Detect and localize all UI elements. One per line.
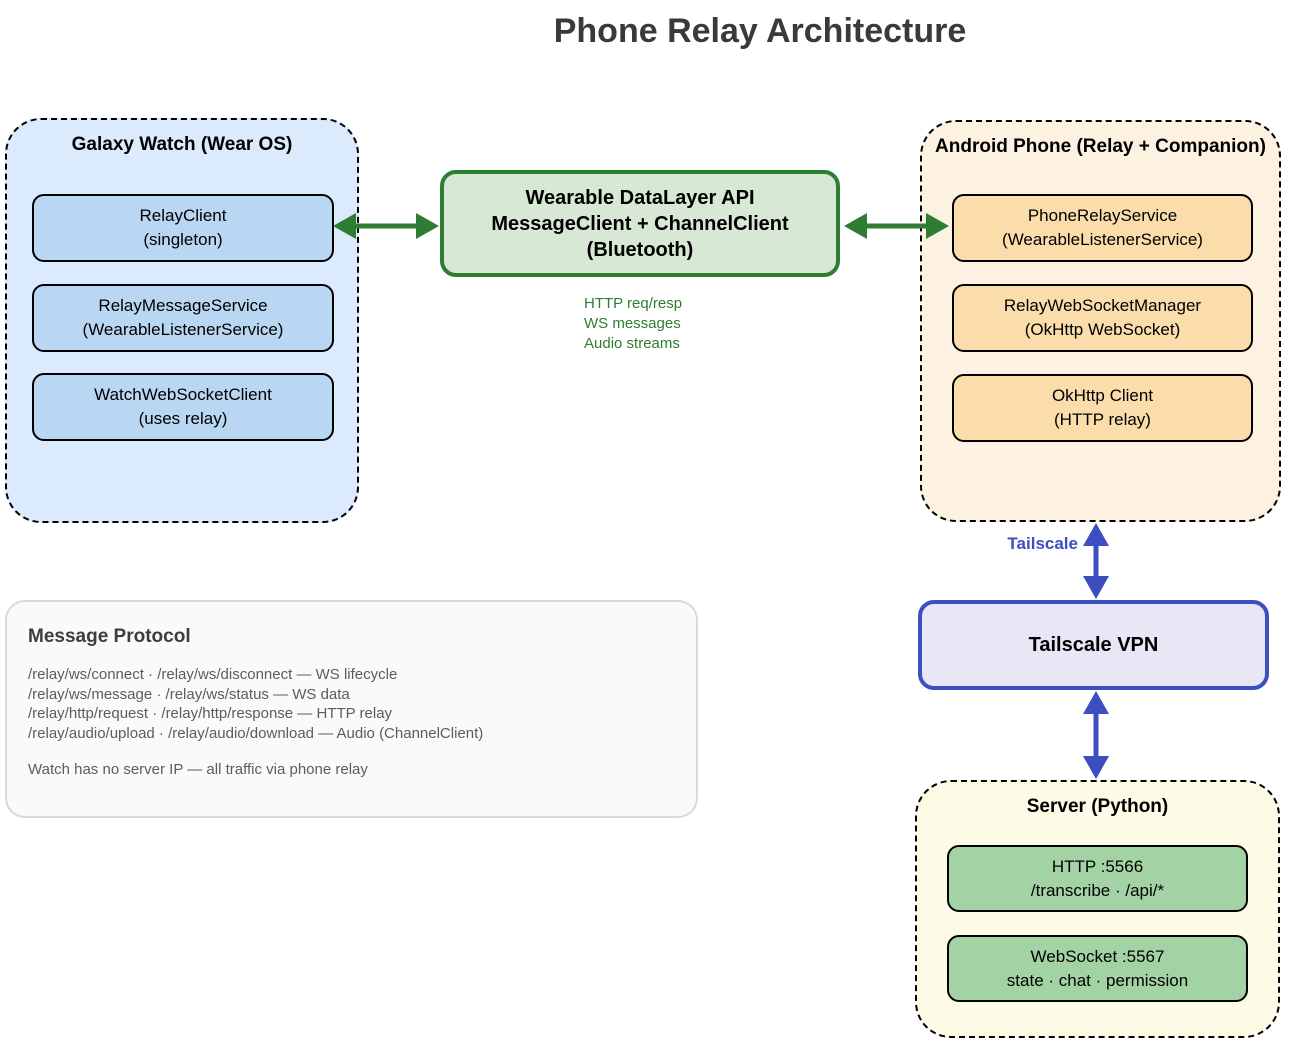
websocket-endpoint-sub: state · chat · permission [1006, 970, 1189, 990]
relay-message-service-node: RelayMessageService (WearableListenerSer… [32, 284, 334, 352]
tailscale-link-label: Tailscale [1007, 534, 1078, 553]
phone-relay-service-sub: (WearableListenerService) [1002, 230, 1203, 249]
datalayer-captions: HTTP req/resp WS messages Audio streams [584, 294, 682, 354]
relay-websocket-manager-sub: (OkHttp WebSocket) [1024, 320, 1181, 339]
tailscale-arrow-bottom [1083, 691, 1109, 779]
caption-http: HTTP req/resp [584, 295, 683, 312]
tailscale-arrow-top [1083, 523, 1109, 599]
protocol-line-ws-lifecycle: /relay/ws/connect · /relay/ws/disconnect… [28, 666, 398, 683]
phone-relay-service-node: PhoneRelayService (WearableListenerServi… [952, 194, 1253, 262]
caption-ws: WS messages [584, 315, 681, 332]
http-endpoint-sub: /transcribe · /api/* [1030, 880, 1165, 900]
message-protocol-title: Message Protocol [28, 626, 191, 647]
relay-websocket-manager-node: RelayWebSocketManager (OkHttp WebSocket) [952, 284, 1253, 352]
page-title: Phone Relay Architecture [553, 12, 967, 50]
tailscale-vpn-title: Tailscale VPN [1028, 633, 1159, 656]
tailscale-vpn-node: Tailscale VPN [918, 600, 1269, 690]
websocket-endpoint-node: WebSocket :5567 state · chat · permissio… [947, 935, 1248, 1002]
watch-websocket-client-node: WatchWebSocketClient (uses relay) [32, 373, 334, 441]
okhttp-client-node: OkHttp Client (HTTP relay) [952, 374, 1253, 442]
android-phone-title: Android Phone (Relay + Companion) [935, 136, 1266, 157]
galaxy-watch-title: Galaxy Watch (Wear OS) [71, 134, 293, 155]
relay-client-name: RelayClient [139, 206, 227, 225]
http-endpoint-node: HTTP :5566 /transcribe · /api/* [947, 845, 1248, 912]
datalayer-api-node: Wearable DataLayer API MessageClient + C… [440, 170, 840, 277]
message-protocol-panel: Message Protocol /relay/ws/connect · /re… [5, 600, 698, 818]
relay-client-node: RelayClient (singleton) [32, 194, 334, 262]
http-endpoint-name: HTTP :5566 [1051, 856, 1144, 876]
phone-relay-service-name: PhoneRelayService [1027, 206, 1178, 225]
message-protocol-lines: /relay/ws/connect · /relay/ws/disconnect… [28, 665, 483, 743]
datalayer-line2: MessageClient + ChannelClient [491, 212, 789, 235]
relay-websocket-manager-name: RelayWebSocketManager [1003, 296, 1202, 315]
server-title: Server (Python) [1026, 796, 1169, 817]
okhttp-client-name: OkHttp Client [1051, 386, 1154, 405]
okhttp-client-sub: (HTTP relay) [1054, 410, 1151, 429]
message-protocol-note: Watch has no server IP — all traffic via… [28, 761, 368, 778]
watch-websocket-client-name: WatchWebSocketClient [94, 385, 272, 404]
relay-message-service-sub: (WearableListenerService) [82, 320, 284, 339]
watch-websocket-client-sub: (uses relay) [138, 409, 228, 428]
caption-audio: Audio streams [584, 335, 680, 352]
server-group: Server (Python) HTTP :5566 /transcribe ·… [915, 780, 1280, 1038]
datalayer-line3: (Bluetooth) [586, 238, 694, 261]
galaxy-watch-group: Galaxy Watch (Wear OS) RelayClient (sing… [5, 118, 359, 523]
datalayer-line1: Wearable DataLayer API [525, 186, 755, 209]
protocol-line-audio: /relay/audio/upload · /relay/audio/downl… [28, 724, 484, 742]
websocket-endpoint-name: WebSocket :5567 [1030, 946, 1165, 966]
protocol-line-ws-data: /relay/ws/message · /relay/ws/status — W… [28, 685, 350, 703]
relay-client-sub: (singleton) [143, 230, 223, 249]
protocol-line-http-relay: /relay/http/request · /relay/http/respon… [28, 705, 393, 722]
android-phone-group: Android Phone (Relay + Companion) PhoneR… [920, 120, 1281, 522]
relay-message-service-name: RelayMessageService [98, 296, 268, 315]
